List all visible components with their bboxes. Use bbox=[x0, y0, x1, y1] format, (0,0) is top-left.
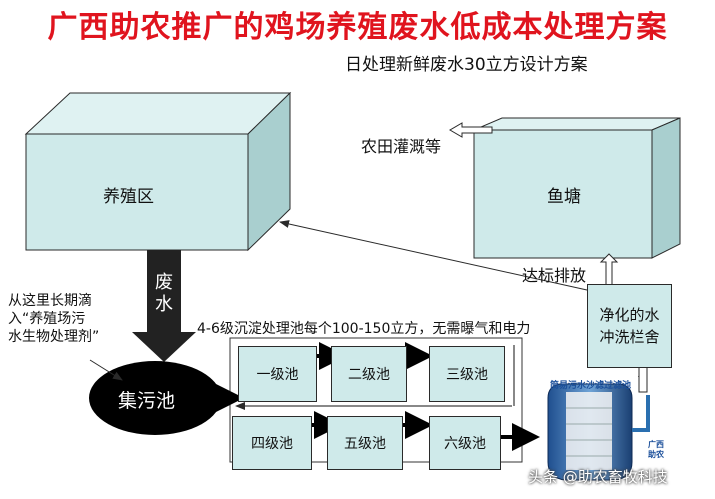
waste-water-label: 废 水 bbox=[155, 272, 173, 315]
tank-level-2: 二级池 bbox=[331, 346, 407, 402]
sedimentation-note: 4-6级沉淀处理池每个100-150立方，无需曝气和电力 bbox=[197, 321, 531, 337]
filter-label: 简易污水沙滤过滤池 bbox=[550, 381, 632, 391]
dosing-arrow bbox=[89, 359, 123, 381]
fish-pond-box bbox=[473, 117, 681, 259]
tank-level-5: 五级池 bbox=[327, 416, 403, 470]
filter-logo: 广西 助农 bbox=[648, 440, 664, 459]
waste-water-arrow bbox=[132, 250, 196, 362]
purified-to-pond-arrow bbox=[599, 253, 619, 287]
farmland-label: 农田灌溉等 bbox=[361, 137, 442, 156]
breeding-area-box bbox=[24, 91, 292, 252]
dosing-note: 从这里长期滴 入“养殖场污 水生物处理剂” bbox=[8, 293, 100, 345]
page-subtitle: 日处理新鲜废水30立方设计方案 bbox=[345, 55, 588, 75]
collection-pool-label: 集污池 bbox=[118, 390, 176, 412]
standard-discharge-label: 达标排放 bbox=[522, 266, 587, 285]
tank-level-1: 一级池 bbox=[238, 346, 317, 402]
sand-filter-graphic bbox=[547, 383, 650, 481]
purified-to-breeding-arrow bbox=[279, 220, 588, 291]
tank-level-3: 三级池 bbox=[429, 346, 505, 402]
purified-water-box: 净化的水 冲洗栏舍 bbox=[587, 284, 672, 368]
tank-level-4: 四级池 bbox=[232, 416, 312, 470]
farmland-arrow bbox=[449, 122, 493, 138]
page-title: 广西助农推广的鸡场养殖废水低成本处理方案 bbox=[47, 10, 668, 45]
tank-level-6: 六级池 bbox=[429, 416, 501, 470]
fish-pond-label: 鱼塘 bbox=[547, 187, 581, 207]
breeding-area-label: 养殖区 bbox=[103, 187, 154, 207]
watermark: 头条 @助农畜牧科技 bbox=[528, 468, 668, 486]
